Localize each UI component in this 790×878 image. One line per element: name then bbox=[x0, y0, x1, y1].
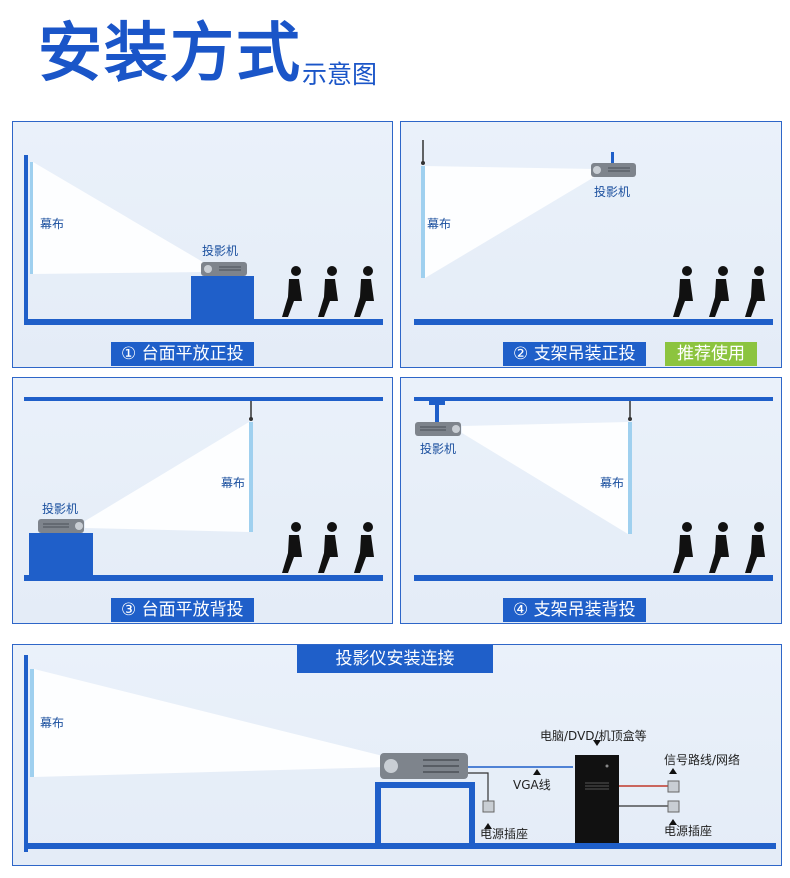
screen-label: 幕布 bbox=[427, 217, 452, 231]
diagram-table-front bbox=[24, 155, 383, 325]
table bbox=[191, 276, 254, 319]
panel-ceiling-front: 幕布 投影机 ② 支架吊装正投 推荐使用 bbox=[400, 121, 782, 368]
projector-label: 投影机 bbox=[420, 442, 457, 456]
power-socket-right-label: 电源插座 bbox=[664, 824, 713, 838]
ceiling bbox=[24, 397, 383, 401]
wall bbox=[24, 655, 28, 852]
screen-label: 幕布 bbox=[221, 476, 246, 490]
light-beam bbox=[34, 669, 387, 777]
projector-icon bbox=[380, 753, 468, 779]
computer-tower-icon bbox=[575, 755, 619, 843]
diagram-ceiling-front bbox=[414, 140, 773, 325]
screen bbox=[249, 422, 253, 532]
signal-label: 信号路线/网络 bbox=[664, 753, 741, 767]
outlet-right-icon bbox=[667, 800, 680, 813]
floor bbox=[414, 319, 773, 325]
power-cable-left bbox=[468, 772, 489, 803]
connection-title-tab: 投影仪安装连接 bbox=[297, 645, 493, 673]
audience-icon bbox=[282, 266, 374, 317]
caption-badge: ③ 台面平放背投 bbox=[111, 598, 254, 622]
caption-badge: ① 台面平放正投 bbox=[111, 342, 254, 366]
diagram-ceiling-rear bbox=[414, 397, 773, 581]
page-title: 安装方式 bbox=[38, 17, 302, 91]
screen bbox=[30, 669, 34, 777]
floor bbox=[24, 843, 776, 849]
screen-label: 幕布 bbox=[40, 716, 65, 730]
projector-icon bbox=[201, 262, 247, 276]
projector-stand bbox=[375, 782, 475, 843]
light-beam bbox=[462, 422, 628, 534]
screen bbox=[30, 162, 33, 274]
floor bbox=[24, 319, 383, 325]
light-beam bbox=[425, 166, 596, 278]
network-port-icon bbox=[667, 780, 680, 793]
diagram-connection bbox=[24, 655, 776, 852]
projector-label: 投影机 bbox=[42, 502, 79, 516]
floor bbox=[414, 575, 773, 581]
screen-label: 幕布 bbox=[40, 217, 65, 231]
audience-icon bbox=[282, 522, 374, 573]
panel-ceiling-rear: 幕布 投影机 ④ 支架吊装背投 bbox=[400, 377, 782, 624]
screen-label: 幕布 bbox=[600, 476, 625, 490]
light-beam bbox=[33, 162, 208, 274]
wall bbox=[24, 155, 28, 325]
panel-table-rear: 幕布 投影机 ③ 台面平放背投 bbox=[12, 377, 393, 624]
vga-label: VGA线 bbox=[513, 778, 551, 792]
projector-label: 投影机 bbox=[594, 185, 631, 199]
outlet-left-icon bbox=[482, 800, 495, 813]
panel-table-front: 幕布 投影机 ① 台面平放正投 bbox=[12, 121, 393, 368]
projector-icon bbox=[591, 163, 636, 177]
floor bbox=[24, 575, 383, 581]
recommend-badge: 推荐使用 bbox=[665, 342, 757, 366]
caption-badge: ④ 支架吊装背投 bbox=[503, 598, 646, 622]
audience-icon bbox=[673, 522, 765, 573]
diagram-table-rear bbox=[24, 397, 383, 581]
screen bbox=[421, 166, 425, 278]
computer-label: 电脑/DVD/机顶盒等 bbox=[540, 729, 647, 743]
light-beam bbox=[85, 422, 249, 532]
page-subtitle: 示意图 bbox=[302, 60, 378, 89]
projector-icon bbox=[415, 422, 461, 436]
caption-badge: ② 支架吊装正投 bbox=[503, 342, 646, 366]
table bbox=[29, 533, 93, 575]
projector-icon bbox=[38, 519, 84, 533]
projector-label: 投影机 bbox=[202, 244, 239, 258]
power-socket-left-label: 电源插座 bbox=[480, 827, 529, 841]
ceiling bbox=[414, 397, 773, 401]
panel-connection: 投影仪安装连接 幕布 电脑/DVD/机顶盒等 VGA线 信号路线/网络 电源插座… bbox=[12, 644, 782, 866]
screen bbox=[628, 422, 632, 534]
audience-icon bbox=[673, 266, 765, 317]
